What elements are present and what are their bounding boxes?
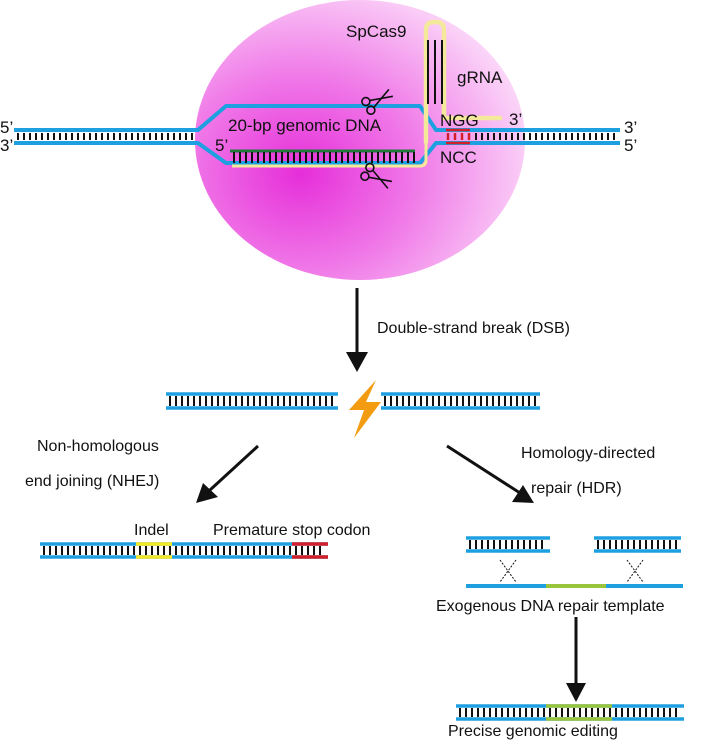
lightning-bolt-icon (349, 380, 381, 438)
right-3prime-label: 3’ (624, 118, 637, 137)
nhej-label-line2: end joining (NHEJ) (25, 473, 159, 490)
stop-codon-label: Premature stop codon (213, 522, 370, 539)
target-strand-rungs (233, 152, 415, 163)
hdr-label-line1: Homology-directed (521, 445, 655, 462)
target-5prime-label: 5’ (215, 136, 228, 155)
hdr-dna (466, 536, 681, 553)
crossover-icon (626, 559, 644, 583)
left-5prime-label: 5’ (0, 118, 13, 137)
edited-dna (456, 704, 684, 721)
hdr-label-line2: repair (HDR) (531, 480, 622, 497)
right-5prime-label: 5’ (624, 136, 637, 155)
dsb-label: Double-strand break (DSB) (377, 320, 570, 337)
top-dna-rungs (17, 133, 615, 140)
genomic-dna-label: 20-bp genomic DNA (228, 116, 382, 135)
arrow-icon (566, 617, 586, 702)
nhej-label-line1: Non-homologous (37, 438, 159, 455)
repair-template-label: Exogenous DNA repair template (436, 598, 665, 615)
precise-editing-label: Precise genomic editing (448, 723, 618, 740)
scissors-icon (360, 162, 393, 189)
broken-dna (166, 392, 540, 410)
nhej-dna (40, 542, 328, 559)
indel-label: Indel (134, 522, 169, 539)
ncc-label: NCC (440, 148, 477, 167)
grna-3prime-label: 3’ (509, 110, 522, 129)
pam-site (446, 128, 470, 145)
ngg-label: NGG (440, 111, 479, 130)
grna-label: gRNA (457, 68, 503, 87)
spcas9-label: SpCas9 (346, 22, 406, 41)
arrow-icon (196, 444, 260, 503)
arrow-icon (346, 288, 368, 372)
arrow-icon (446, 444, 534, 503)
grna-spacer (232, 142, 428, 168)
grna-hairpin-rungs (427, 40, 443, 104)
grna-strand (423, 19, 503, 145)
scissors-icon (361, 88, 394, 115)
crossover-icon (499, 559, 517, 583)
left-3prime-label: 3’ (0, 136, 13, 155)
